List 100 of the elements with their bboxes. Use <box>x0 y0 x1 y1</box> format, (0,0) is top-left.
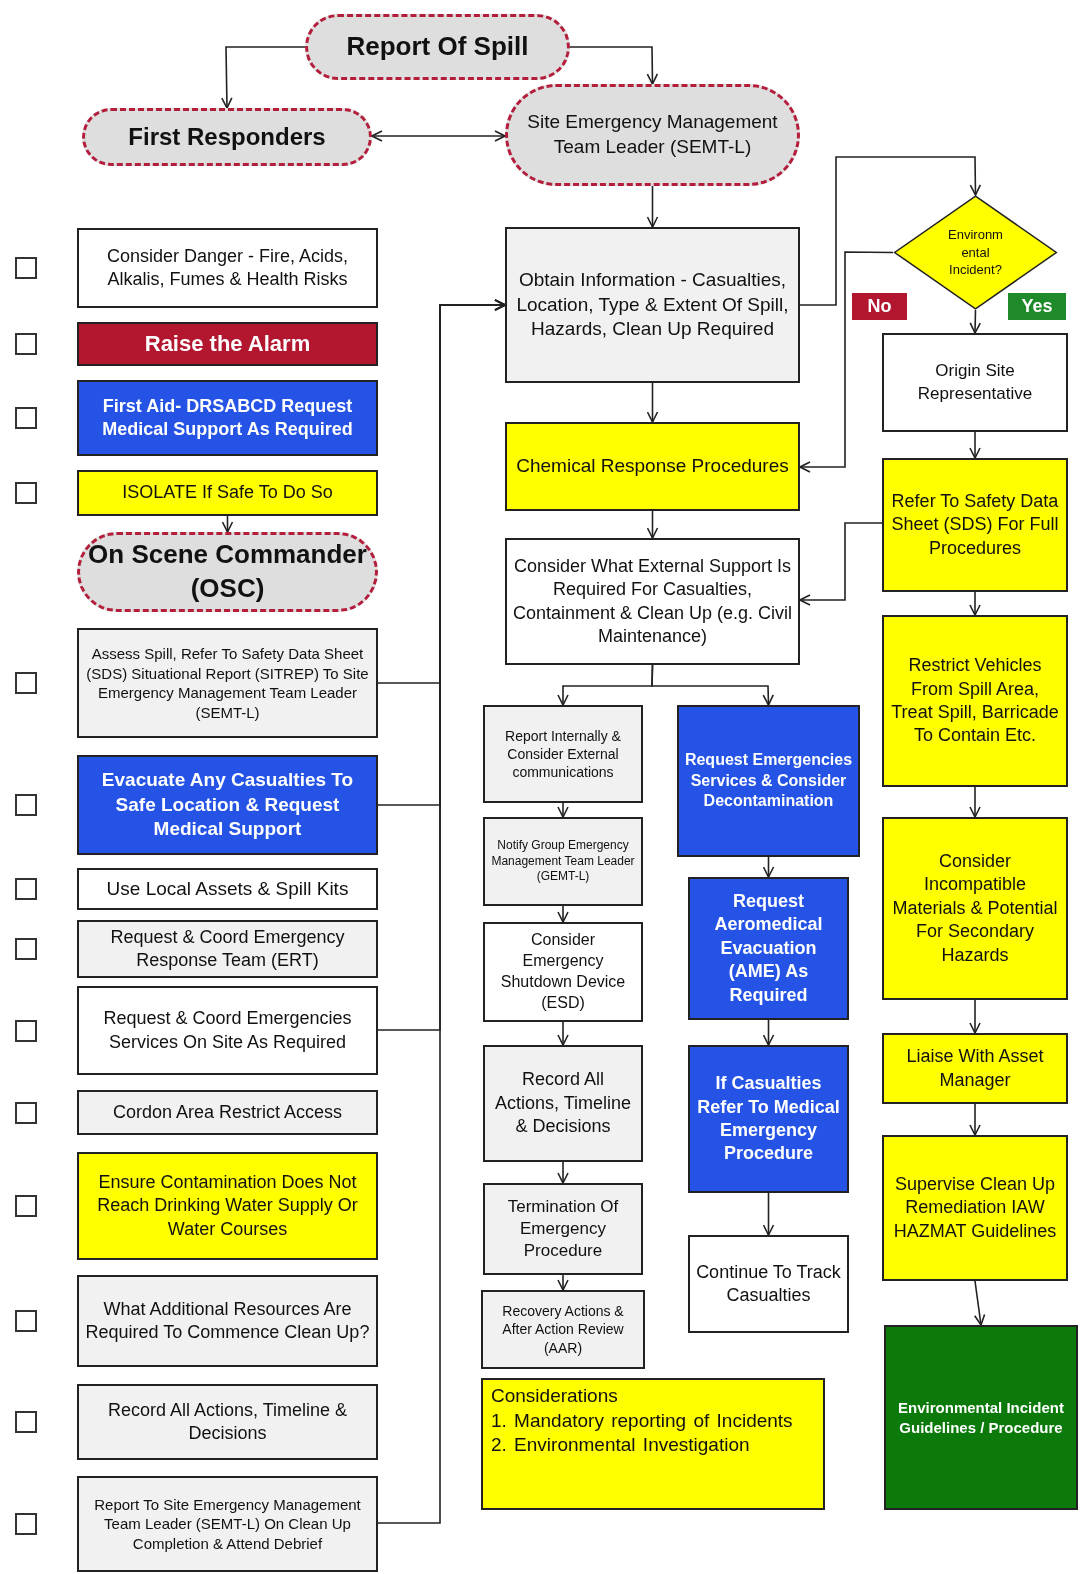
arrow <box>762 856 775 878</box>
process-box <box>77 920 378 978</box>
node-label: Refer To Safety Data Sheet (SDS) For Full Procedures <box>890 489 1060 560</box>
node-label: Site Emergency Management Team Leader (SEMT-L) <box>526 110 779 159</box>
node-label: Termination Of Emergency Procedure <box>506 1195 620 1263</box>
arrow <box>377 299 506 1524</box>
process-box <box>688 877 849 1020</box>
process-box <box>505 538 800 665</box>
process-box <box>483 922 643 1022</box>
arrow <box>557 1021 569 1046</box>
node-label: Request & Coord Emergencies Services On Site As Required <box>102 1007 353 1054</box>
node-label: Cordon Area Restrict Access <box>112 1100 343 1124</box>
node-label: Report Of Spill <box>346 30 529 64</box>
process-box <box>77 1384 378 1460</box>
process-box <box>77 868 378 910</box>
process-box <box>882 1033 1068 1104</box>
process-box <box>77 755 378 855</box>
node-label: Report Internally & Consider External communications <box>504 726 622 782</box>
arrow <box>557 1161 569 1184</box>
process-box <box>77 470 378 516</box>
node-label: Origin Site Representative <box>916 360 1034 405</box>
process-box <box>481 1290 645 1369</box>
node-label: Obtain Information - Casualties, Location, Type & Extent Of Spill, Hazards, Clean Up Required <box>515 267 790 342</box>
node-label: Consider Danger - Fire, Acids, Alkalis, Fumes & Health Risks <box>105 244 350 291</box>
node-label: Record All Actions, Timeline & Decisions <box>106 1398 349 1445</box>
node-label: What Additional Resources Are Required To Commence Clean Up? <box>84 1297 371 1344</box>
procedure-box <box>884 1325 1078 1510</box>
node-label: Assess Spill, Refer To Safety Data Sheet (SDS) Situational Report (SITREP) To Site Emergency Management Team Leader (SEMT-L) <box>85 644 370 722</box>
node-label: Chemical Response Procedures <box>516 454 789 479</box>
process-box <box>505 422 800 511</box>
node-label: Consider What External Support Is Required For Casualties, Containment & Clean Up (e.g. Civil Maintenance) <box>511 554 794 648</box>
node-label: Raise the Alarm <box>144 329 311 358</box>
node-label: Recovery Actions & After Action Review (AAR) <box>501 1302 625 1357</box>
process-box <box>677 705 860 857</box>
arrow <box>969 591 981 616</box>
node-label: If Casualties Refer To Medical Emergency Procedure <box>696 1072 841 1166</box>
arrow <box>799 156 982 306</box>
note-heading: Considerations <box>491 1384 618 1408</box>
decision-diamond <box>893 195 1058 310</box>
process-box <box>483 1183 643 1275</box>
alarm-box <box>77 322 378 366</box>
note-item: 2. Environmental Investigation <box>491 1433 750 1458</box>
process-box <box>77 228 378 308</box>
process-box <box>483 1045 643 1162</box>
node-label: ISOLATE If Safe To Do So <box>122 481 333 505</box>
node-label: Consider Incompatible Materials & Potential For Secondary Hazards <box>891 850 1059 967</box>
arrow <box>969 1103 981 1136</box>
process-box <box>882 615 1068 787</box>
process-box <box>688 1045 849 1193</box>
node-label: Environmental Incident Guidelines / Procedure <box>897 1398 1065 1437</box>
node-label: First Aid- DRSABCD Request Medical Support As Required <box>101 394 354 441</box>
edge-label: Yes <box>1008 293 1066 320</box>
process-box <box>483 817 643 906</box>
node-label: Liaise With Asset Manager <box>905 1045 1045 1092</box>
node-label: Restrict Vehicles From Spill Area, Treat Spill, Barricade To Contain Etc. <box>890 654 1060 748</box>
node-label: Report To Site Emergency Management Team Leader (SEMT-L) On Clean Up Completion & Attend Debrief <box>93 1494 362 1554</box>
node-label: Continue To Track Casualties <box>695 1260 842 1307</box>
node-label: Ensure Contamination Does Not Reach Drinking Water Supply Or Water Courses <box>96 1170 359 1241</box>
note-item: 1. Mandatory reporting of Incidents <box>491 1408 793 1433</box>
node-label: Environmental Incident? <box>947 226 1004 279</box>
process-box <box>882 817 1068 1000</box>
process-box <box>882 458 1068 592</box>
arrow <box>969 786 981 818</box>
node-label: Use Local Assets & Spill Kits <box>106 876 349 901</box>
arrow <box>969 999 981 1034</box>
arrow <box>557 802 569 818</box>
arrow <box>569 46 659 85</box>
arrow <box>799 251 894 473</box>
arrow <box>646 382 659 423</box>
arrow <box>646 510 659 539</box>
process-box <box>505 227 800 383</box>
arrow <box>969 309 981 334</box>
arrow <box>221 46 306 109</box>
process-box <box>77 1476 378 1572</box>
node-label: Request Aeromedical Evacuation (AME) As Required <box>713 890 824 1007</box>
process-box <box>77 986 378 1075</box>
node-label: Supervise Clean Up Remediation IAW HAZMAT Guidelines <box>892 1172 1058 1243</box>
node-label: Evacuate Any Casualties To Safe Location & Request Medical Support <box>100 767 355 842</box>
node-label: First Responders <box>128 122 326 153</box>
process-box <box>77 380 378 456</box>
arrow <box>646 185 659 228</box>
process-box <box>77 628 378 738</box>
arrow <box>799 522 883 606</box>
arrow <box>557 905 569 923</box>
node-label: Record All Actions, Timeline & Decisions <box>493 1068 633 1139</box>
arrow <box>651 664 775 706</box>
note-box <box>481 1378 825 1510</box>
arrow <box>762 1192 775 1236</box>
node-label: Request & Coord Emergency Response Team (ERT) <box>109 925 346 972</box>
process-box <box>483 705 643 803</box>
node-label: On Scene Commander (OSC) <box>87 538 368 605</box>
process-box <box>77 1152 378 1260</box>
arrow <box>973 1280 986 1326</box>
arrow <box>969 431 981 459</box>
arrow <box>371 130 506 142</box>
arrow <box>762 1019 775 1046</box>
process-box <box>77 1090 378 1135</box>
process-box <box>77 1275 378 1367</box>
arrow <box>221 515 234 533</box>
node-label: Notify Group Emergency Management Team Leader (GEMT-L) <box>490 838 636 885</box>
